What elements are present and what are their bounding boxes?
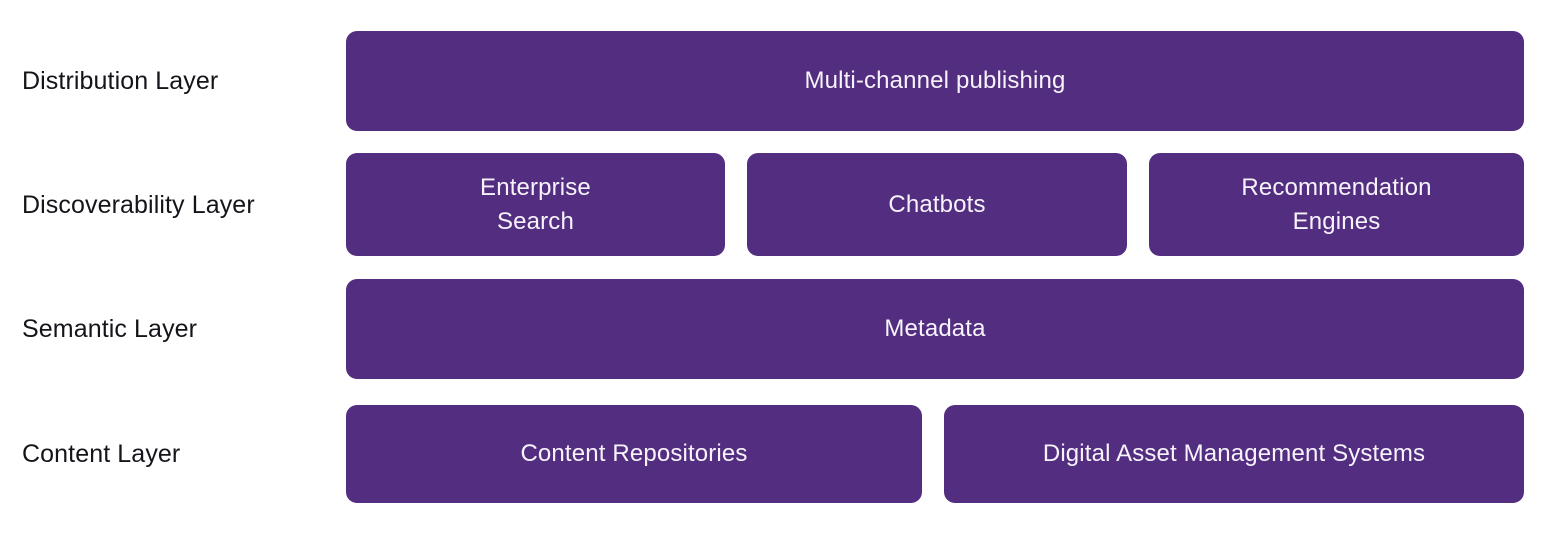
layer-row-content: Content Layer Content Repositories Digit… <box>0 405 1542 503</box>
layer-row-discoverability: Discoverability Layer Enterprise Search … <box>0 153 1542 256</box>
node-box-recommendation-engines[interactable]: Recommendation Engines <box>1149 153 1524 256</box>
node-label-chatbots: Chatbots <box>888 190 986 218</box>
node-label-enterprise-search: Enterprise Search <box>480 174 591 235</box>
layer-row-distribution: Distribution Layer Multi-channel publish… <box>0 31 1542 131</box>
node-label-recommendation-engines: Recommendation Engines <box>1241 174 1432 235</box>
node-label-metadata: Metadata <box>884 315 986 343</box>
layer-label-cell-discoverability: Discoverability Layer <box>0 153 346 256</box>
layer-boxes-distribution: Multi-channel publishing <box>346 31 1542 131</box>
layer-label-content: Content Layer <box>22 440 181 468</box>
node-box-enterprise-search[interactable]: Enterprise Search <box>346 153 725 256</box>
node-box-multi-channel-publishing[interactable]: Multi-channel publishing <box>346 31 1524 131</box>
layer-label-distribution: Distribution Layer <box>22 67 219 95</box>
node-box-metadata[interactable]: Metadata <box>346 279 1524 379</box>
layer-boxes-discoverability: Enterprise Search Chatbots Recommendatio… <box>346 153 1542 256</box>
layer-label-cell-content: Content Layer <box>0 405 346 503</box>
node-label-digital-asset-management-systems: Digital Asset Management Systems <box>1042 440 1426 468</box>
node-box-digital-asset-management-systems[interactable]: Digital Asset Management Systems <box>944 405 1524 503</box>
layer-label-discoverability: Discoverability Layer <box>22 190 255 219</box>
node-label-content-repositories: Content Repositories <box>520 440 748 468</box>
node-box-chatbots[interactable]: Chatbots <box>747 153 1127 256</box>
layer-row-semantic: Semantic Layer Metadata <box>0 279 1542 379</box>
layer-label-cell-semantic: Semantic Layer <box>0 279 346 379</box>
layer-label-cell-distribution: Distribution Layer <box>0 31 346 131</box>
node-label-multi-channel-publishing: Multi-channel publishing <box>804 67 1066 95</box>
layer-label-semantic: Semantic Layer <box>22 315 198 343</box>
layer-boxes-content: Content Repositories Digital Asset Manag… <box>346 405 1542 503</box>
node-box-content-repositories[interactable]: Content Repositories <box>346 405 922 503</box>
layer-boxes-semantic: Metadata <box>346 279 1542 379</box>
